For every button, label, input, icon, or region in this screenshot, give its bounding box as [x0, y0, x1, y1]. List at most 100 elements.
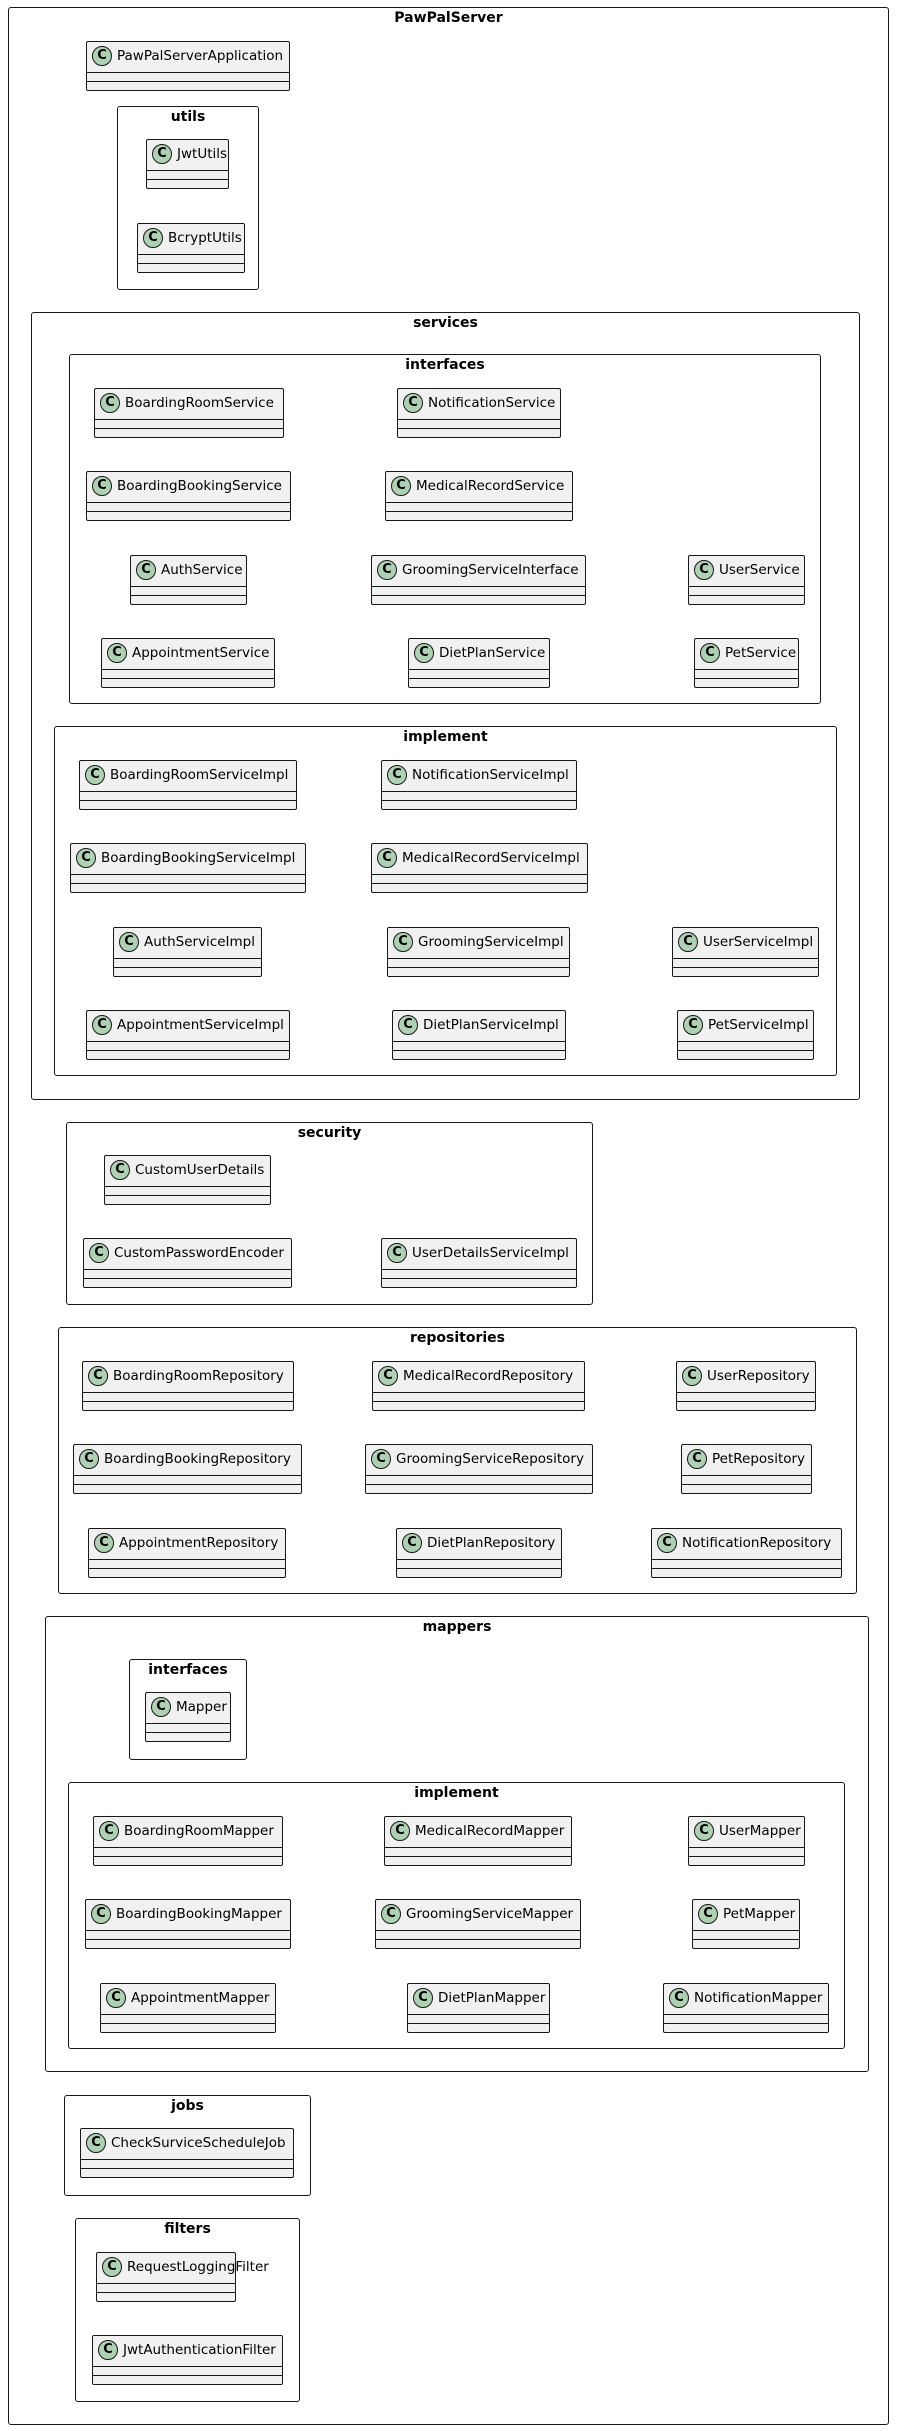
- class-icon: C: [390, 1821, 410, 1841]
- package-title: services: [413, 315, 478, 331]
- class-name: MedicalRecordService: [416, 478, 565, 494]
- class-name: DietPlanMapper: [438, 1990, 546, 2006]
- class-icon: C: [107, 643, 127, 663]
- class-box-mappers-implement: C GroomingServiceMapper: [375, 1899, 581, 1949]
- package-services: services: [31, 312, 860, 1100]
- class-icon: C: [694, 1821, 714, 1841]
- class-name: BoardingRoomMapper: [124, 1823, 274, 1839]
- class-name: CustomPasswordEncoder: [114, 1245, 284, 1261]
- class-icon: C: [393, 932, 413, 952]
- class-box-services-interfaces: C AuthService: [130, 555, 247, 605]
- class-box-mappers-implement: C NotificationMapper: [663, 1983, 829, 2033]
- class-icon: C: [669, 1988, 689, 2008]
- class-name: JwtAuthenticationFilter: [123, 2342, 276, 2358]
- class-box-security: C UserDetailsServiceImpl: [381, 1238, 577, 1288]
- class-box-mappers-interfaces: C Mapper: [145, 1692, 231, 1742]
- package-pawpalserver: PawPalServer: [8, 7, 889, 2425]
- package-mappers: mappers: [45, 1616, 869, 2072]
- class-icon: C: [110, 1160, 130, 1180]
- class-name: PetServiceImpl: [708, 1017, 809, 1033]
- class-box-mappers-implement: C MedicalRecordMapper: [384, 1816, 572, 1866]
- class-name: AppointmentMapper: [131, 1990, 270, 2006]
- class-name: CheckSurviceScheduleJob: [111, 2135, 286, 2151]
- class-icon: C: [119, 932, 139, 952]
- class-box-services-interfaces: C MedicalRecordService: [385, 471, 573, 521]
- class-icon: C: [413, 1988, 433, 2008]
- class-box-services-implement: C PetServiceImpl: [677, 1010, 814, 1060]
- class-name: DietPlanRepository: [427, 1535, 556, 1551]
- class-box-repositories: C DietPlanRepository: [396, 1528, 562, 1578]
- class-box-repositories: C MedicalRecordRepository: [372, 1361, 585, 1411]
- class-name: PetRepository: [712, 1451, 806, 1467]
- class-name: BoardingBookingMapper: [116, 1906, 282, 1922]
- class-name: CustomUserDetails: [135, 1162, 265, 1178]
- class-icon: C: [79, 1449, 99, 1469]
- class-icon: C: [377, 560, 397, 580]
- class-name: GroomingServiceInterface: [402, 562, 579, 578]
- class-name: MedicalRecordMapper: [415, 1823, 565, 1839]
- class-icon: C: [694, 560, 714, 580]
- package-security: security: [66, 1122, 593, 1305]
- class-icon: C: [387, 1243, 407, 1263]
- package-services-implement: implement: [54, 726, 837, 1076]
- class-box-repositories: C UserRepository: [676, 1361, 816, 1411]
- class-box-security: C CustomPasswordEncoder: [83, 1238, 292, 1288]
- class-box-repositories: C BoardingRoomRepository: [82, 1361, 294, 1411]
- class-name: JwtUtils: [177, 146, 228, 162]
- class-icon: C: [698, 1904, 718, 1924]
- class-name: AuthServiceImpl: [144, 934, 255, 950]
- class-box-services-implement: C DietPlanServiceImpl: [392, 1010, 566, 1060]
- package-title: jobs: [171, 2098, 204, 2114]
- package-title: security: [297, 1125, 362, 1141]
- class-icon: C: [94, 1533, 114, 1553]
- class-icon: C: [143, 228, 163, 248]
- class-box-repositories: C AppointmentRepository: [88, 1528, 286, 1578]
- class-box-services-interfaces: C GroomingServiceInterface: [371, 555, 586, 605]
- class-name: BoardingBookingServiceImpl: [101, 850, 296, 866]
- class-name: PetMapper: [723, 1906, 796, 1922]
- class-name: UserDetailsServiceImpl: [412, 1245, 569, 1261]
- class-icon: C: [76, 848, 96, 868]
- class-icon: C: [391, 476, 411, 496]
- class-icon: C: [106, 1988, 126, 2008]
- class-name: MedicalRecordRepository: [403, 1368, 574, 1384]
- package-title: repositories: [409, 1330, 505, 1346]
- class-box-mappers-implement: C AppointmentMapper: [100, 1983, 276, 2033]
- class-icon: C: [402, 1533, 422, 1553]
- class-icon: C: [700, 643, 720, 663]
- class-box-filters: C JwtAuthenticationFilter: [92, 2335, 283, 2385]
- class-name: GroomingServiceRepository: [396, 1451, 584, 1467]
- package-title: implement: [403, 729, 488, 745]
- class-name: BoardingBookingRepository: [104, 1451, 291, 1467]
- class-name: AuthService: [161, 562, 243, 578]
- class-icon: C: [414, 643, 434, 663]
- class-name: BoardingRoomServiceImpl: [110, 767, 289, 783]
- class-icon: C: [398, 1015, 418, 1035]
- class-name: PetService: [725, 645, 797, 661]
- class-icon: C: [687, 1449, 707, 1469]
- class-name: NotificationRepository: [682, 1535, 832, 1551]
- package-title: utils: [170, 109, 206, 125]
- package-services-interfaces: interfaces: [69, 354, 821, 704]
- class-icon: C: [86, 2133, 106, 2153]
- class-name: RequestLoggingFilter: [127, 2259, 269, 2275]
- class-box-services-interfaces: C NotificationService: [397, 388, 561, 438]
- class-name: GroomingServiceMapper: [406, 1906, 574, 1922]
- class-box-repositories: C BoardingBookingRepository: [73, 1444, 302, 1494]
- class-box-mappers-implement: C BoardingRoomMapper: [93, 1816, 283, 1866]
- package-title: interfaces: [405, 357, 485, 373]
- package-mappers-interfaces: interfaces: [129, 1659, 247, 1760]
- class-box-utils: C JwtUtils: [146, 139, 229, 189]
- class-icon: C: [657, 1533, 677, 1553]
- package-title: implement: [414, 1785, 499, 1801]
- class-icon: C: [89, 1243, 109, 1263]
- class-box-services-interfaces: C BoardingRoomService: [94, 388, 284, 438]
- class-name: GroomingServiceImpl: [418, 934, 564, 950]
- class-name: NotificationServiceImpl: [412, 767, 569, 783]
- package-title: PawPalServer: [394, 10, 503, 26]
- class-box-root: C PawPalServerApplication: [86, 41, 290, 91]
- class-box-services-implement: C AuthServiceImpl: [113, 927, 262, 977]
- class-icon: C: [377, 848, 397, 868]
- class-box-repositories: C NotificationRepository: [651, 1528, 842, 1578]
- class-icon: C: [92, 476, 112, 496]
